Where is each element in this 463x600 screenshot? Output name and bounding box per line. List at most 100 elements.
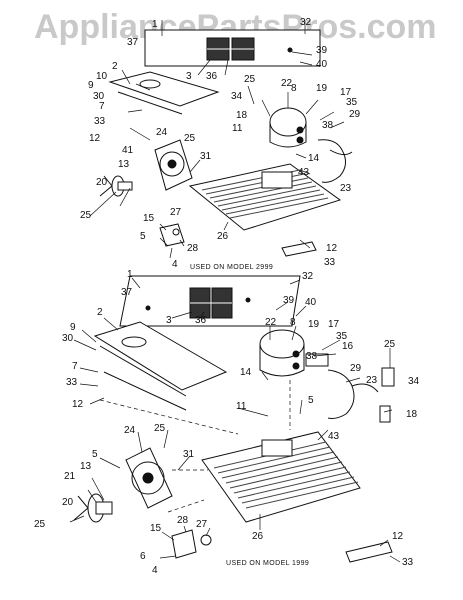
lower-label-33b: 33 [402,557,414,568]
lower-label-6: 6 [140,551,146,562]
lower-label-43: 43 [328,431,340,442]
upper-label-32: 32 [300,17,312,28]
upper-label-33b: 33 [324,257,336,268]
upper-label-20: 20 [96,177,108,188]
lower-base [202,432,360,522]
lower-label-37: 37 [121,287,133,298]
lower-label-20: 20 [62,497,74,508]
lower-label-36: 36 [195,315,207,326]
lower-label-26: 26 [252,531,264,542]
upper-label-25a: 25 [244,74,256,85]
lower-label-24: 24 [124,425,136,436]
lower-label-5b: 5 [92,449,98,460]
lower-label-14: 14 [240,367,252,378]
lower-label-8: 8 [290,317,296,328]
upper-label-34: 34 [231,91,243,102]
lower-label-40: 40 [305,297,317,308]
upper-label-24: 24 [156,127,168,138]
lower-label-29: 29 [350,363,362,374]
lower-label-5a: 5 [308,395,314,406]
lower-label-39: 39 [283,295,295,306]
upper-label-8: 8 [291,83,297,94]
upper-label-9: 9 [88,80,94,91]
upper-label-35: 35 [346,97,358,108]
lower-label-12a: 12 [72,399,84,410]
lower-rail [346,542,392,562]
lower-label-11: 11 [236,401,247,412]
lower-label-33a: 33 [66,377,78,388]
upper-label-38: 38 [322,120,334,131]
lower-wiring [328,370,378,419]
lower-label-18: 18 [406,409,418,420]
upper-label-3: 3 [186,71,192,82]
lower-label-19: 19 [308,319,320,330]
lower-bracket [172,530,211,558]
lower-label-25a: 25 [384,339,396,350]
lower-label-9: 9 [70,322,76,333]
lower-dashed-guides [100,380,290,512]
upper-label-18: 18 [236,110,248,121]
lower-label-21: 21 [64,471,76,482]
lower-label-38: 38 [306,351,318,362]
lower-label-1: 1 [127,269,133,280]
upper-label-43: 43 [298,167,310,178]
upper-label-37: 37 [127,37,139,48]
lower-label-12b: 12 [392,531,404,542]
lower-label-13: 13 [80,461,92,472]
lower-label-22: 22 [265,317,277,328]
lower-fan-assembly [74,448,172,522]
upper-label-14: 14 [308,153,320,164]
upper-base [190,164,340,230]
upper-bracket [160,224,184,246]
lower-label-32: 32 [302,271,314,282]
lower-label-25b: 25 [154,423,166,434]
lower-shroud [95,322,226,410]
lower-leader-lines [70,278,400,562]
lower-label-4: 4 [152,565,158,576]
upper-label-26: 26 [217,231,229,242]
upper-label-41: 41 [122,145,134,156]
upper-label-12b: 12 [326,243,338,254]
upper-label-36: 36 [206,71,218,82]
upper-shroud [110,72,218,114]
lower-label-2: 2 [97,307,103,318]
upper-label-25b: 25 [184,133,196,144]
upper-label-25c: 25 [80,210,92,221]
upper-label-33a: 33 [94,116,106,127]
upper-label-22: 22 [281,78,293,89]
upper-panel [145,30,320,66]
lower-label-15: 15 [150,523,162,534]
lower-caption: USED ON MODEL 1999 [226,560,310,567]
lower-label-3: 3 [166,315,172,326]
upper-wiring [318,140,352,183]
lower-panel [120,276,300,326]
upper-label-12a: 12 [89,133,101,144]
lower-label-31: 31 [183,449,195,460]
upper-label-5: 5 [140,231,146,242]
lower-label-7: 7 [72,361,78,372]
upper-label-19: 19 [316,83,328,94]
upper-label-2: 2 [112,61,118,72]
lower-connectors [380,368,394,422]
upper-label-28: 28 [187,243,199,254]
upper-label-13: 13 [118,159,130,170]
lower-label-35: 35 [336,331,348,342]
upper-label-10: 10 [96,71,108,82]
upper-label-23: 23 [340,183,352,194]
upper-label-29: 29 [349,109,361,120]
upper-fan-assembly [100,140,192,196]
upper-rail [282,242,316,256]
lower-label-25c: 25 [34,519,46,530]
upper-label-27: 27 [170,207,182,218]
lower-label-16: 16 [342,341,354,352]
upper-compressor [270,108,306,147]
upper-label-7: 7 [99,101,105,112]
upper-leader-lines [90,20,344,258]
lower-label-34: 34 [408,376,420,387]
lower-label-23: 23 [366,375,378,386]
lower-label-30: 30 [62,333,74,344]
upper-label-1: 1 [152,19,158,30]
upper-label-4: 4 [172,259,178,270]
lower-label-17: 17 [328,319,340,330]
